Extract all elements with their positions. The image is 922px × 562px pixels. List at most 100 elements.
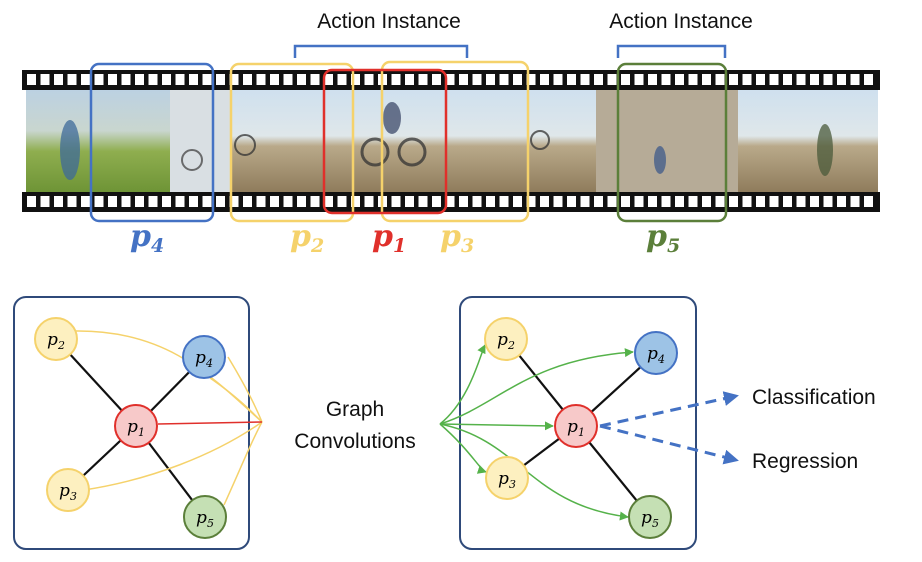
film-sprocket-hole bbox=[297, 196, 306, 207]
proposal-label-p2: p2 bbox=[290, 219, 324, 257]
film-sprocket-hole bbox=[783, 74, 792, 85]
film-sprocket-hole bbox=[702, 196, 711, 207]
right-arrow-p2 bbox=[439, 344, 486, 425]
film-sprocket-hole bbox=[769, 74, 779, 85]
film-sprocket-hole bbox=[540, 74, 549, 85]
film-sprocket-hole bbox=[729, 196, 738, 207]
film-sprocket-hole bbox=[337, 196, 347, 207]
film-sprocket-hole bbox=[283, 74, 293, 85]
film-sprocket-hole bbox=[729, 74, 738, 85]
film-sprocket-hole bbox=[472, 74, 482, 85]
film-sprocket-hole bbox=[823, 196, 833, 207]
film-sprocket-hole bbox=[121, 196, 131, 207]
regression-label: Regression bbox=[752, 450, 858, 473]
film-sprocket-hole bbox=[40, 196, 50, 207]
film-sprocket-hole bbox=[324, 196, 333, 207]
film-sprocket-hole bbox=[702, 74, 711, 85]
right-arrow-p1 bbox=[439, 421, 554, 431]
film-sprocket-hole bbox=[202, 74, 212, 85]
film-sprocket-hole bbox=[432, 74, 441, 85]
right-arrow-p3 bbox=[439, 423, 487, 474]
film-sprocket-hole bbox=[202, 196, 212, 207]
film-sprocket-hole bbox=[540, 196, 549, 207]
film-sprocket-hole bbox=[756, 74, 765, 85]
film-sprocket-hole bbox=[94, 74, 104, 85]
film-sprocket-hole bbox=[310, 74, 320, 85]
film-sprocket-hole bbox=[54, 74, 63, 85]
film-sprocket-hole bbox=[769, 196, 779, 207]
left-node-p5: p5 bbox=[183, 495, 227, 539]
film-sprocket-hole bbox=[175, 74, 185, 85]
film-sprocket-hole bbox=[553, 74, 563, 85]
svg-text:p3: p3 bbox=[59, 481, 77, 503]
right-arrow-p4 bbox=[439, 348, 634, 425]
proposal-boxes bbox=[89, 60, 728, 223]
proposal-box-p5 bbox=[616, 62, 728, 223]
film-sprocket-hole bbox=[567, 74, 576, 85]
film-sprocket-hole bbox=[297, 74, 306, 85]
film-sprocket-hole bbox=[796, 196, 806, 207]
action-instance-1-bracket bbox=[293, 44, 469, 58]
film-sprocket-hole bbox=[148, 196, 158, 207]
film-sprocket-hole bbox=[256, 74, 266, 85]
film-sprocket-hole bbox=[405, 74, 414, 85]
action-instance-2: Action Instance bbox=[609, 10, 753, 58]
film-sprocket-hole bbox=[634, 74, 644, 85]
film-sprocket-hole bbox=[445, 74, 455, 85]
video-frame-3 bbox=[230, 90, 322, 192]
film-sprocket-hole bbox=[175, 196, 185, 207]
svg-text:p5: p5 bbox=[196, 508, 214, 530]
film-sprocket-hole bbox=[40, 74, 50, 85]
film-sprocket-hole bbox=[94, 196, 104, 207]
left-curve-p1 bbox=[157, 421, 263, 425]
film-sprocket-hole bbox=[742, 74, 752, 85]
film-sprocket-hole bbox=[499, 74, 509, 85]
film-sprocket-hole bbox=[472, 196, 482, 207]
proposal-box-p1 bbox=[322, 68, 448, 215]
graph-convolutions-line2: Convolutions bbox=[294, 430, 415, 453]
film-sprocket-hole bbox=[54, 196, 63, 207]
film-sprocket-hole bbox=[67, 74, 77, 85]
film-sprocket-hole bbox=[27, 196, 36, 207]
film-sprocket-hole bbox=[850, 196, 860, 207]
film-sprocket-hole bbox=[594, 196, 603, 207]
film-sprocket-hole bbox=[67, 196, 77, 207]
film-sprocket-hole bbox=[810, 196, 819, 207]
svg-text:p1: p1 bbox=[567, 417, 585, 439]
film-sprocket-hole bbox=[216, 196, 225, 207]
left-node-p4: p4 bbox=[182, 335, 226, 379]
svg-text:p3: p3 bbox=[498, 469, 516, 491]
film-sprocket-hole bbox=[486, 74, 495, 85]
film-sprocket-hole bbox=[715, 74, 725, 85]
classification-label: Classification bbox=[752, 386, 876, 409]
film-sprocket-hole bbox=[135, 196, 144, 207]
film-sprocket-hole bbox=[580, 196, 590, 207]
film-sprocket-hole bbox=[742, 196, 752, 207]
film-sprocket-hole bbox=[837, 196, 846, 207]
film-sprocket-hole bbox=[513, 196, 522, 207]
film-sprocket-hole bbox=[810, 74, 819, 85]
film-sprocket-hole bbox=[81, 74, 90, 85]
film-sprocket-hole bbox=[189, 196, 198, 207]
action-instance-2-bracket bbox=[616, 44, 727, 58]
video-frame-1 bbox=[26, 90, 170, 192]
proposal-label-p1: p1 bbox=[372, 219, 406, 257]
svg-text:p4: p4 bbox=[647, 344, 665, 366]
right-node-p3: p3 bbox=[485, 456, 529, 500]
film-sprocket-hole bbox=[243, 74, 252, 85]
film-sprocket-hole bbox=[135, 74, 144, 85]
regression-arrow bbox=[599, 424, 739, 465]
film-sprocket-hole bbox=[661, 196, 671, 207]
proposal-box-p3 bbox=[380, 60, 530, 223]
film-sprocket-hole bbox=[189, 74, 198, 85]
film-sprockets-top bbox=[27, 74, 873, 85]
film-sprocket-hole bbox=[256, 196, 266, 207]
film-sprocket-hole bbox=[580, 74, 590, 85]
left-curve-p3 bbox=[83, 421, 263, 491]
film-sprocket-hole bbox=[823, 74, 833, 85]
video-frame-7 bbox=[738, 90, 878, 192]
film-sprocket-hole bbox=[621, 74, 630, 85]
left-node-p1: p1 bbox=[114, 404, 158, 448]
film-sprocket-hole bbox=[270, 196, 279, 207]
film-sprocket-hole bbox=[243, 196, 252, 207]
